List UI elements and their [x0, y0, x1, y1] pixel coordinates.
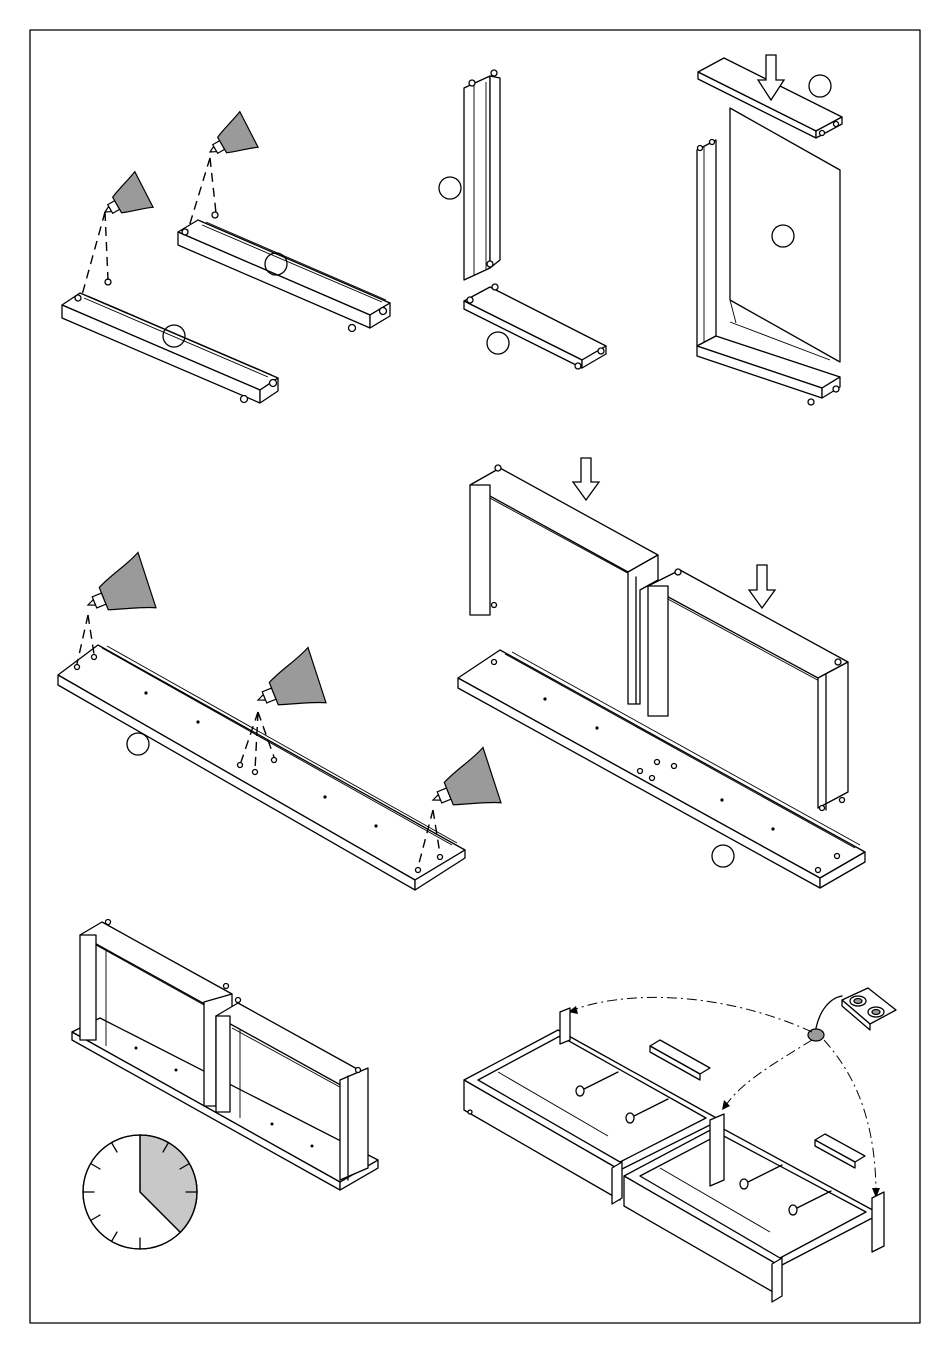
step-3-frame-back-top [697, 55, 842, 405]
step-4-long-board-glue [58, 552, 505, 890]
step-1-glue-boards [62, 112, 390, 403]
step-5-frames-on-board [458, 458, 865, 888]
drawer-stop-bracket-icon [842, 988, 896, 1030]
base-panel [464, 284, 606, 369]
part-number-circle [127, 733, 149, 755]
side-panel [464, 70, 500, 280]
part-number-circle [487, 332, 509, 354]
step-6-assembled-unit [72, 920, 378, 1250]
part-number-circle [712, 845, 734, 867]
step-7-drawers [464, 988, 896, 1302]
down-arrow-icon [749, 565, 775, 608]
back-panel [730, 108, 840, 362]
down-arrow-icon [573, 458, 599, 500]
assembled-carcass [72, 920, 378, 1191]
part-number-circle [439, 177, 461, 199]
step-2-side-and-base [439, 70, 606, 369]
glue-tube-icon [95, 172, 155, 230]
board-lower [62, 279, 278, 403]
clock-time-icon [83, 1135, 197, 1249]
long-board [58, 645, 465, 890]
part-number-circle [809, 75, 831, 97]
